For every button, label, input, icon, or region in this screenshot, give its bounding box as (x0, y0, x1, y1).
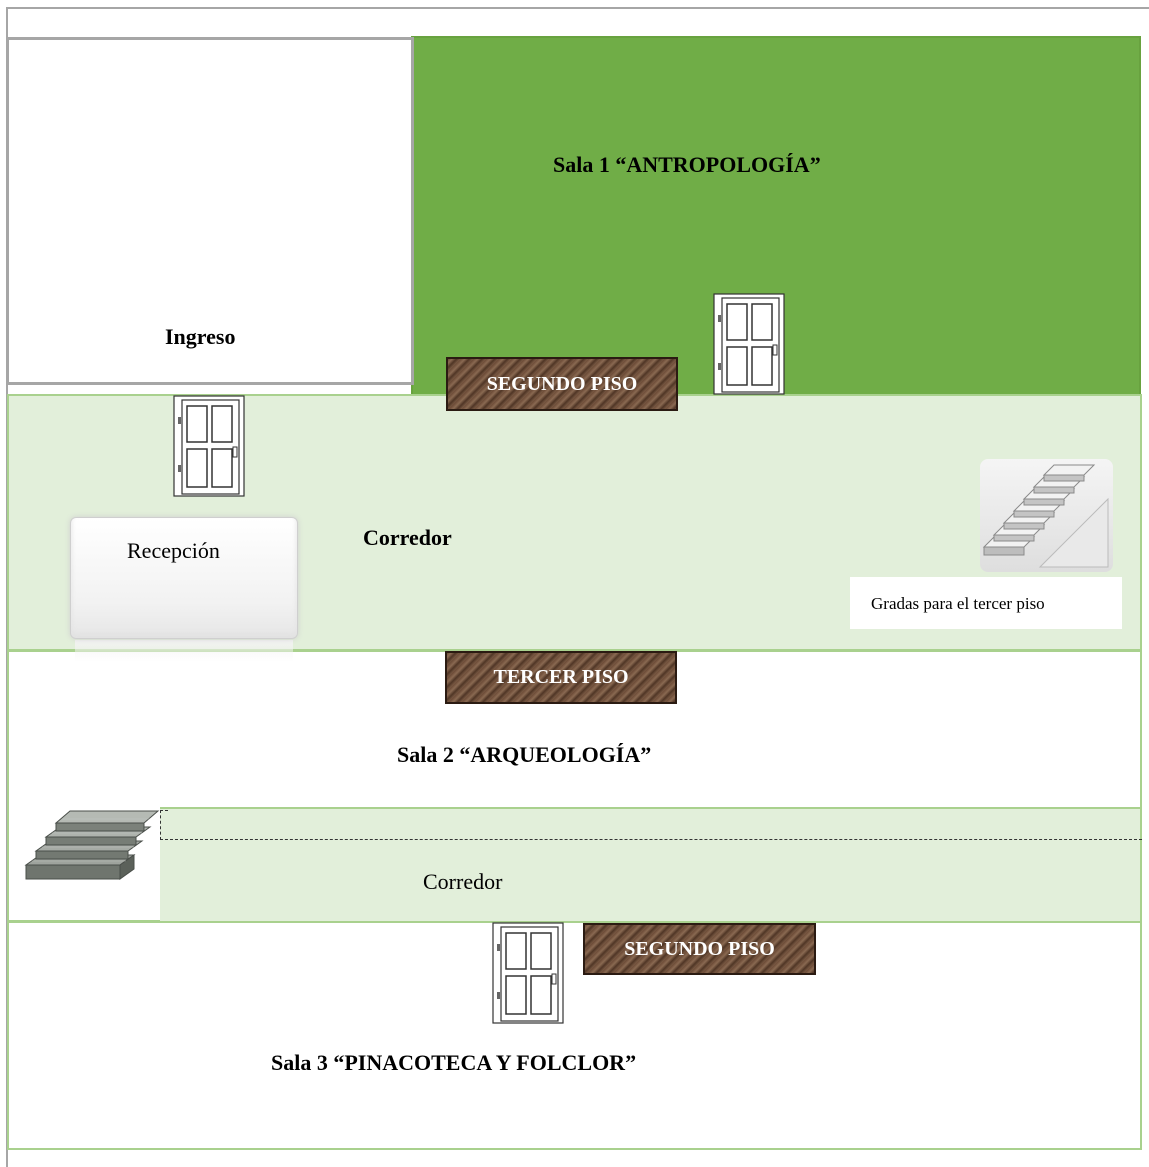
gradas-label: Gradas para el tercer piso (871, 594, 1045, 613)
sala-2-label: Sala 2 “ARQUEOLOGÍA” (397, 742, 652, 767)
gradas-label-box: Gradas para el tercer piso (850, 577, 1122, 629)
ingreso-area (6, 37, 414, 385)
door-icon (713, 293, 785, 395)
floor-sign-segundo-piso-bottom: SEGUNDO PISO (583, 923, 816, 975)
floor-sign-label: SEGUNDO PISO (624, 937, 775, 960)
floor-sign-label: TERCER PISO (493, 666, 629, 688)
floor-sign-segundo-piso-top: SEGUNDO PISO (446, 357, 678, 411)
stairs-icon (980, 459, 1113, 572)
door-icon (492, 922, 564, 1024)
ingreso-label: Ingreso (165, 324, 236, 349)
stairs-icon (24, 810, 160, 880)
corredor-1-label: Corredor (363, 525, 452, 550)
corredor-2-dashed-line (160, 839, 1142, 840)
sala-3-label: Sala 3 “PINACOTECA Y FOLCLOR” (271, 1050, 637, 1075)
page-border-top (6, 7, 1149, 9)
sala-1-label: Sala 1 “ANTROPOLOGÍA” (553, 152, 821, 177)
recepcion-reflection (75, 640, 293, 662)
floor-sign-label: SEGUNDO PISO (486, 372, 638, 395)
sala-3-area (7, 921, 1142, 1150)
recepcion-label: Recepción (127, 538, 220, 563)
corredor-2-area (160, 807, 1142, 922)
floor-sign-tercer-piso: TERCER PISO (445, 651, 677, 704)
corredor-2-label: Corredor (423, 869, 503, 894)
corredor-2-dashed-marker (160, 810, 168, 840)
recepcion-box: Recepción (70, 517, 298, 639)
door-icon (173, 395, 245, 497)
